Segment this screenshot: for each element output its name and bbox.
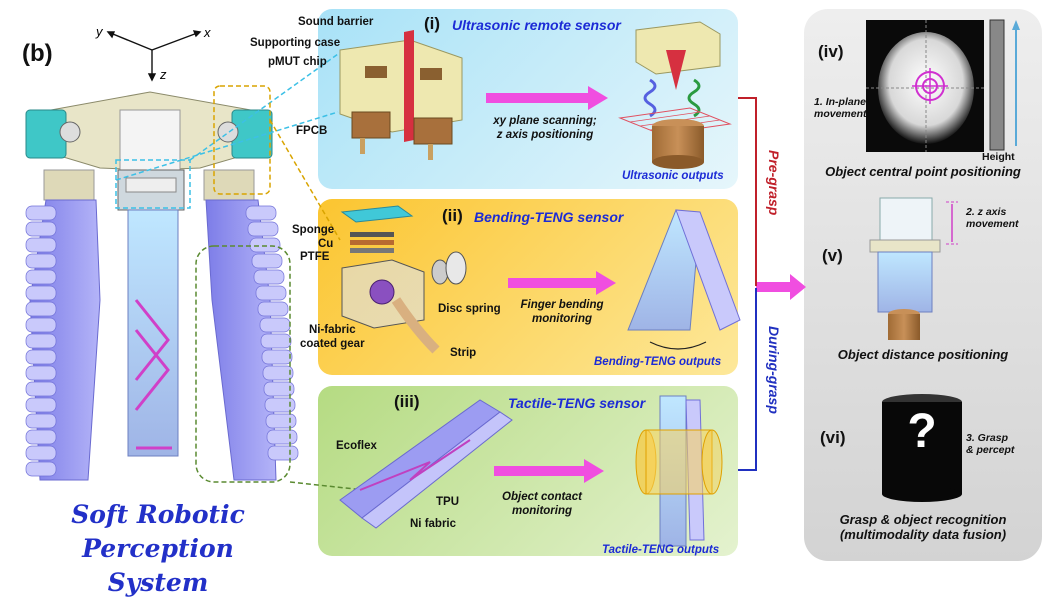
- tactile-action-line-2: monitoring: [511, 505, 573, 517]
- label-disc-spring: Disc spring: [438, 303, 501, 315]
- tactile-device: [339, 399, 513, 529]
- ultrasonic-output-graphic: [618, 21, 732, 169]
- ultrasonic-output-label: Ultrasonic outputs: [622, 170, 724, 182]
- phase-pre-grasp: Pre-grasp: [766, 150, 782, 216]
- iv-note-line-2: movement: [814, 108, 867, 120]
- label-ni-fabric: Ni fabric: [410, 518, 457, 530]
- callouts: [115, 53, 365, 491]
- vi-caption-line-2: (multimodality data fusion): [839, 527, 1007, 542]
- label-strip: Strip: [450, 347, 477, 359]
- process-arrows: [486, 86, 806, 483]
- gripper-distance: [869, 197, 958, 340]
- unknown-object: [882, 394, 962, 502]
- vi-roman: (vi): [820, 428, 846, 447]
- v-note: 2. z axis movement: [966, 206, 1019, 230]
- axis-x-label: x: [204, 25, 211, 40]
- system-title-line-2: Perception System: [82, 534, 234, 597]
- vi-caption: Grasp & object recognition (multimodalit…: [806, 512, 1040, 542]
- label-sound-barrier: Sound barrier: [298, 16, 374, 28]
- iv-note: 1. In-plane movement: [814, 96, 867, 120]
- label-sponge: Sponge: [292, 224, 335, 236]
- vi-note-line-1: 3. Grasp: [966, 432, 1009, 444]
- ultrasonic-device: [339, 30, 463, 160]
- label-ni-fabric-gear: Ni-fabric coated gear: [300, 323, 365, 351]
- label-pmut-chip: pMUT chip: [268, 56, 327, 68]
- v-note-line-2: movement: [966, 218, 1019, 230]
- phase-during-grasp: During-grasp: [766, 326, 782, 414]
- ultrasonic-action-line-2: z axis positioning: [496, 129, 594, 141]
- left-finger: [25, 199, 101, 481]
- bending-action-line-1: Finger bending: [520, 299, 604, 311]
- right-finger: [205, 199, 299, 481]
- center-finger: [127, 209, 179, 457]
- tactile-action-line-1: Object contact: [502, 491, 582, 503]
- label-supporting-case: Supporting case: [250, 37, 341, 49]
- bending-roman: (ii): [442, 206, 463, 225]
- bending-device: [340, 205, 467, 354]
- tactile-roman: (iii): [394, 392, 420, 411]
- ultrasonic-action-line-1: xy plane scanning;: [493, 115, 597, 127]
- tactile-action: Object contact monitoring: [490, 490, 594, 518]
- height-label: Height: [982, 151, 1015, 163]
- phase-brackets: [738, 97, 757, 471]
- ultrasonic-title: Ultrasonic remote sensor: [452, 17, 621, 33]
- label-cu: Cu: [318, 238, 334, 250]
- tactile-title: Tactile-TENG sensor: [508, 395, 646, 411]
- iv-roman: (iv): [818, 42, 844, 61]
- ultrasonic-action: xy plane scanning; z axis positioning: [480, 114, 610, 142]
- bending-action-line-2: monitoring: [531, 313, 593, 325]
- vi-caption-line-1: Grasp & object recognition: [839, 512, 1007, 527]
- label-ni-fabric-gear-line-1: Ni-fabric: [308, 324, 356, 336]
- vi-note-line-2: & percept: [966, 444, 1015, 456]
- v-note-line-1: 2. z axis: [966, 206, 1007, 218]
- height-map: [866, 19, 1020, 152]
- question-mark-icon: ?: [907, 405, 937, 458]
- axis-y-label: y: [96, 24, 103, 39]
- system-title-line-1: Soft Robotic: [71, 500, 245, 529]
- iv-note-line-1: 1. In-plane: [814, 96, 866, 108]
- label-tpu: TPU: [436, 496, 459, 508]
- label-fpcb: FPCB: [296, 125, 328, 137]
- ultrasonic-roman: (i): [424, 14, 441, 33]
- bending-title: Bending-TENG sensor: [474, 209, 624, 225]
- tactile-output-graphic: [635, 395, 723, 547]
- bending-action: Finger bending monitoring: [508, 298, 616, 326]
- axis-triad: [106, 30, 202, 82]
- label-ecoflex: Ecoflex: [336, 440, 377, 452]
- figure-graphics: [25, 19, 1020, 547]
- bending-output-graphic: [627, 209, 741, 350]
- label-ptfe: PTFE: [300, 251, 330, 263]
- v-roman: (v): [822, 246, 843, 265]
- label-ni-fabric-gear-line-2: coated gear: [300, 338, 365, 350]
- v-caption: Object distance positioning: [837, 347, 1009, 362]
- panel-label: (b): [22, 40, 53, 67]
- axis-z-label: z: [160, 67, 167, 82]
- robot-head: [25, 91, 273, 211]
- iv-caption: Object central point positioning: [825, 164, 1021, 179]
- vi-note: 3. Grasp & percept: [966, 432, 1014, 456]
- system-title: Soft Robotic Perception System: [40, 498, 276, 600]
- tactile-output-label: Tactile-TENG outputs: [602, 544, 720, 556]
- bending-output-label: Bending-TENG outputs: [594, 356, 722, 368]
